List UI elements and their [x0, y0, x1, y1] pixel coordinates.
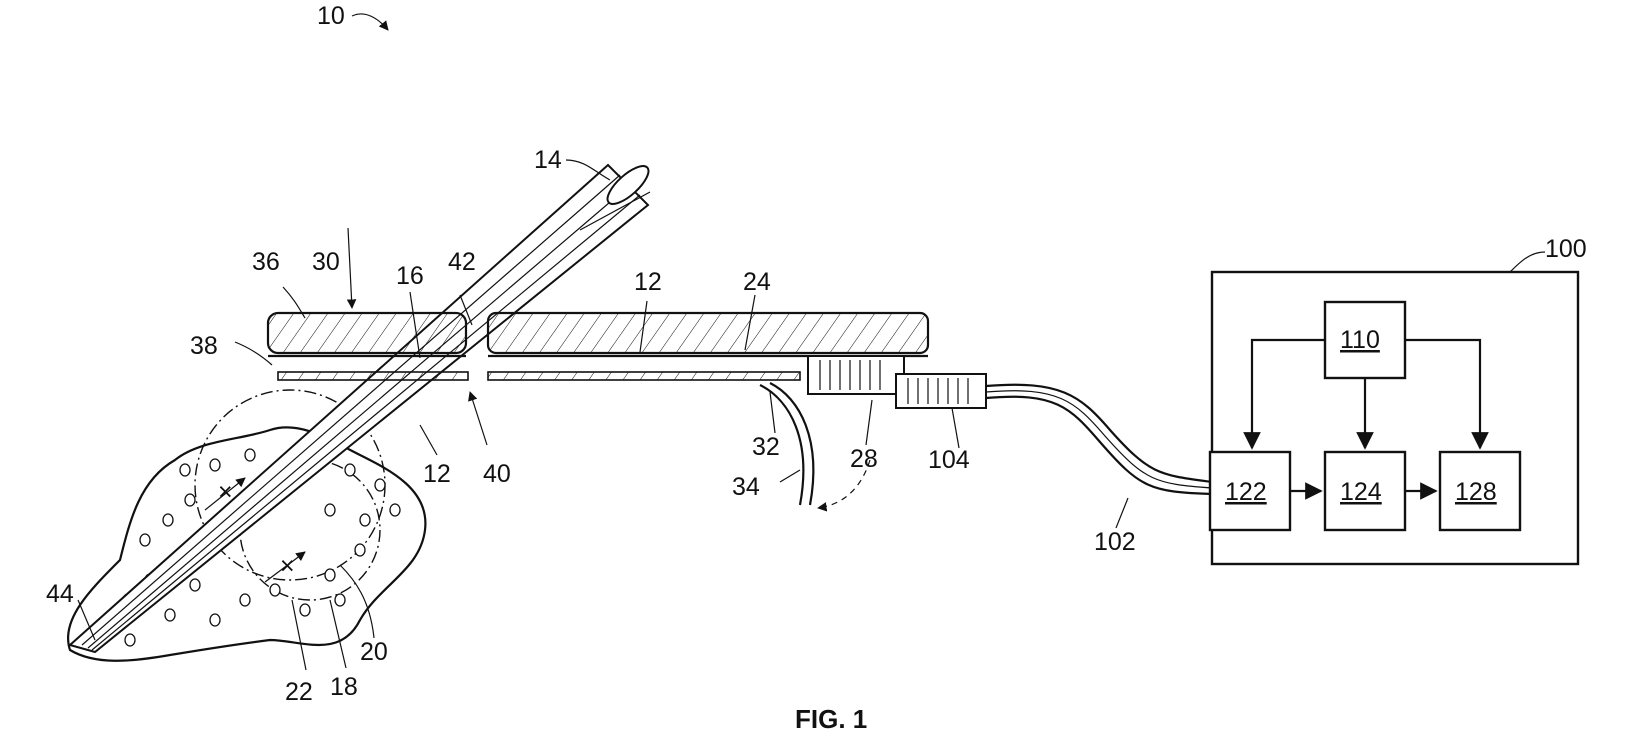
ref-100: 100 [1545, 235, 1587, 263]
ref-104: 104 [928, 446, 970, 474]
ref-34: 34 [732, 473, 760, 501]
ref-102: 102 [1094, 528, 1136, 556]
heating-indicators: × × [204, 477, 306, 583]
plug-104 [895, 373, 987, 409]
cable-102 [985, 383, 1213, 496]
ref-38: 38 [190, 332, 218, 360]
label-128: 128 [1455, 478, 1497, 506]
reference-numerals: 10 14 36 30 16 42 12 24 38 12 40 32 28 1… [46, 2, 1587, 706]
figure-caption: FIG. 1 [795, 704, 867, 730]
label-110: 110 [1340, 326, 1380, 354]
needle-14 [67, 163, 651, 654]
block-labels: 110 122 124 128 [1225, 326, 1497, 506]
block-128 [1438, 450, 1522, 532]
ref-28: 28 [850, 445, 878, 473]
liner-34 [759, 384, 805, 506]
tissue-cells [102, 448, 401, 647]
ref-24: 24 [743, 268, 771, 296]
treatment-zone-lower [239, 459, 381, 601]
ref-12-top: 12 [634, 268, 662, 296]
ref-36: 36 [252, 248, 280, 276]
ref-18: 18 [330, 673, 358, 701]
ref-42: 42 [448, 248, 476, 276]
control-arrows [1243, 338, 1489, 500]
ref-32: 32 [752, 433, 780, 461]
leader-lines [77, 13, 1546, 671]
ref-10: 10 [317, 2, 345, 30]
ref-14: 14 [534, 146, 562, 174]
svg-text:×: × [280, 552, 295, 580]
ref-12-bottom: 12 [423, 460, 451, 488]
tissue-region [67, 426, 427, 662]
block-122 [1208, 450, 1292, 532]
label-122: 122 [1225, 478, 1267, 506]
connector-28 [807, 355, 905, 395]
ref-16: 16 [396, 262, 424, 290]
peel-arrow [817, 459, 871, 512]
pad-30 [266, 311, 930, 381]
block-124 [1323, 450, 1407, 532]
ref-22: 22 [285, 678, 313, 706]
ref-20: 20 [360, 638, 388, 666]
ref-44: 44 [46, 580, 74, 608]
ref-40: 40 [483, 460, 511, 488]
ref-30: 30 [312, 248, 340, 276]
label-124: 124 [1340, 478, 1382, 506]
svg-text:×: × [218, 478, 233, 506]
